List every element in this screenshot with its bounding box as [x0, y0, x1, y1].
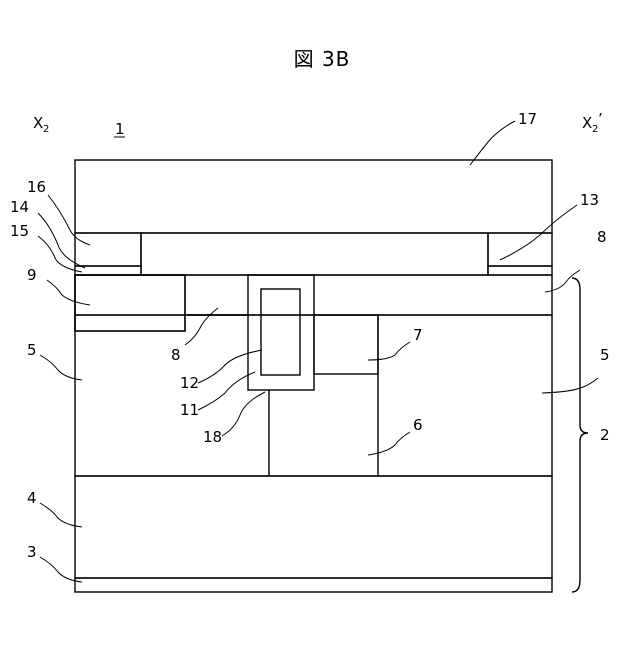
label-6: 6 — [413, 416, 423, 434]
label-4: 4 — [27, 489, 37, 507]
layer-17-hatched — [75, 160, 552, 233]
leader-lines — [38, 121, 598, 582]
leader-9 — [47, 280, 90, 305]
section-left-letter: X — [33, 114, 43, 132]
device-ref-number: 1 — [115, 120, 125, 138]
leader-5-right — [542, 378, 598, 393]
label-16: 16 — [27, 178, 46, 196]
layer-16-left — [75, 233, 141, 266]
layer-15-strip-left — [75, 266, 141, 275]
section-right-letter: X — [582, 114, 592, 132]
label-8-right: 8 — [597, 228, 607, 246]
label-5-right: 5 — [600, 346, 610, 364]
section-left-subscript: 2 — [43, 124, 49, 135]
brace-substrate-2 — [572, 278, 588, 592]
leader-7 — [368, 342, 410, 360]
leader-8-inner — [185, 308, 218, 345]
label-5-left: 5 — [27, 341, 37, 359]
label-18: 18 — [203, 428, 222, 446]
section-marker-left: X 2 — [33, 114, 49, 135]
label-3: 3 — [27, 543, 37, 561]
region-9 — [75, 275, 185, 331]
label-15: 15 — [10, 222, 29, 240]
leader-14 — [38, 213, 85, 268]
layer-3 — [75, 578, 552, 592]
gate-electrode-12 — [261, 289, 300, 375]
leader-18 — [222, 392, 265, 436]
leader-11 — [198, 372, 255, 410]
label-17: 17 — [518, 110, 537, 128]
region-9-overlay — [75, 275, 185, 331]
layer-15-strip-right — [488, 266, 552, 275]
section-marker-right: X 2 ’ — [582, 110, 603, 135]
label-11: 11 — [180, 401, 199, 419]
gate-insulator-11 — [248, 275, 314, 390]
leader-12 — [198, 350, 262, 383]
layer-4 — [75, 476, 552, 578]
layer-13-dotted — [141, 233, 488, 275]
label-12: 12 — [180, 374, 199, 392]
label-8-inner: 8 — [171, 346, 181, 364]
leader-8-right — [545, 270, 580, 292]
figure-title: 図 3B — [294, 47, 351, 71]
region-7 — [314, 315, 378, 374]
label-7: 7 — [413, 326, 423, 344]
leader-17 — [470, 121, 515, 165]
section-right-prime: ’ — [598, 110, 603, 128]
leader-6 — [368, 432, 410, 455]
label-2: 2 — [600, 426, 610, 444]
label-14: 14 — [10, 198, 29, 216]
label-13: 13 — [580, 191, 599, 209]
label-9: 9 — [27, 266, 37, 284]
